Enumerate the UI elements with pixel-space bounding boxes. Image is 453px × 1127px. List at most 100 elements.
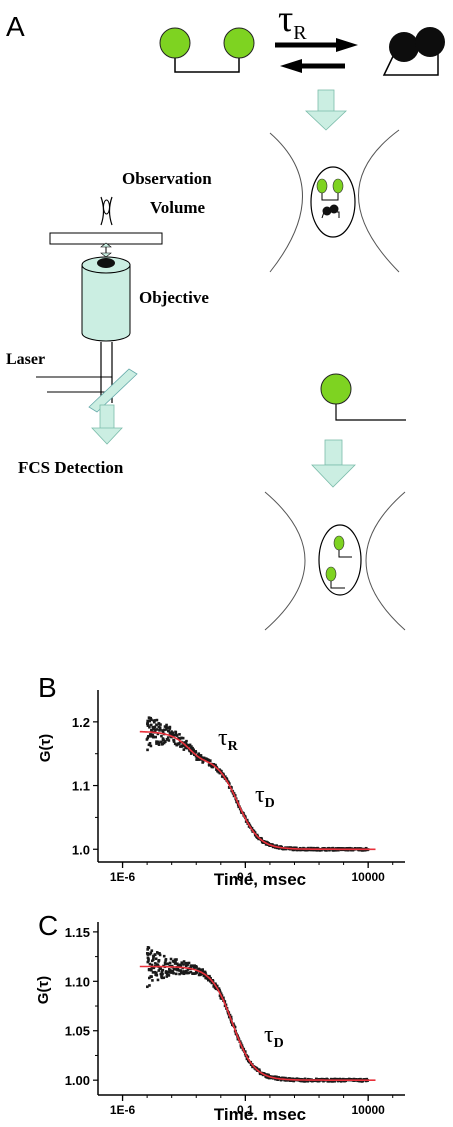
data-point-B [155,718,159,722]
beam-right-bottom [365,491,406,631]
single-labeled-molecule [320,373,406,421]
data-point-C [161,968,165,972]
data-point-B [146,748,149,752]
data-point-B [167,729,170,733]
data-point-C [198,971,202,974]
data-point-B [320,848,323,852]
data-point-C [154,957,158,961]
data-point-C [187,961,191,965]
data-point-C [168,971,172,974]
panel-b-ylabel: G(τ) [37,734,54,762]
data-point-C [171,969,175,973]
data-point-B [171,734,174,737]
open-molecule-linker [174,56,240,73]
data-point-B [148,719,152,723]
data-point-B [344,847,347,850]
data-point-C [150,949,154,952]
data-point-C [173,958,177,961]
data-point-B [304,848,307,852]
data-point-C [204,976,207,980]
data-point-C [212,985,216,988]
data-point-B [192,750,196,754]
data-point-C [146,985,149,989]
panel-c-xlabel: Time. msec [214,1105,306,1124]
data-point-B [152,735,155,739]
data-point-C [176,963,180,967]
mini-green-3 [333,535,345,551]
equilibrium-arrows: τR [275,0,358,73]
data-point-C [227,1015,231,1019]
data-point-C [160,976,164,980]
objective-body [81,265,131,342]
data-point-B [160,734,163,738]
data-point-B [168,732,172,735]
panel-b-xlabel: Time, msec [214,870,306,889]
data-point-B [159,723,162,726]
data-point-C [209,976,212,980]
data-point-B [195,755,199,759]
data-point-B [292,848,296,852]
data-point-B [194,750,198,754]
data-point-B [149,723,153,727]
data-point-B [348,846,352,850]
tau-annotation-B-R: τR [218,725,239,754]
data-point-B [228,782,231,785]
data-point-B [180,736,183,740]
data-point-C [146,956,150,960]
data-point-B [155,740,158,743]
data-point-C [184,964,188,968]
data-point-C [157,959,161,962]
slide [49,232,163,245]
black-sphere-left [389,32,419,62]
data-point-C [203,974,206,978]
data-point-C [163,961,167,965]
data-point-B [153,719,157,722]
data-point-C [315,1077,318,1081]
data-point-B [146,721,149,725]
data-point-C [168,964,172,968]
y-tick-label-C: 1.15 [65,925,90,940]
data-point-C [182,960,186,963]
data-point-B [190,745,193,748]
data-point-B [305,848,309,852]
data-point-C [246,1055,250,1059]
data-point-B [155,728,159,731]
data-point-B [147,724,150,728]
data-point-C [213,982,217,985]
data-point-B [157,743,161,746]
data-point-B [260,837,263,841]
data-point-C [146,960,150,964]
data-point-C [155,971,158,975]
data-point-C [292,1079,295,1083]
tau-annotation-B-D: τD [255,782,275,811]
data-point-B [167,739,171,742]
data-point-C [331,1079,335,1083]
data-point-B [155,723,158,727]
tau-r-symbol: τR [278,0,307,44]
mini-green-4 [325,566,337,582]
data-point-B [185,743,188,746]
data-point-C [195,970,199,974]
data-point-B [148,725,151,729]
data-point-C [152,956,155,960]
data-point-C [148,976,151,980]
data-point-C [303,1077,307,1081]
x-tick-label-B: 10000 [351,870,385,884]
data-point-B [315,849,319,852]
panel-c-label: C [38,910,58,941]
data-point-C [162,954,166,958]
data-point-B [220,769,223,773]
data-point-C [170,969,173,972]
data-point-C [148,952,152,956]
data-point-C [174,960,177,964]
data-point-B [164,740,167,743]
data-point-C [229,1015,233,1019]
data-point-C [186,968,190,971]
data-point-C [150,966,154,969]
data-point-C [158,953,162,957]
data-point-B [149,744,153,748]
data-point-C [179,969,183,972]
data-point-B [201,760,205,763]
data-point-B [173,733,176,737]
